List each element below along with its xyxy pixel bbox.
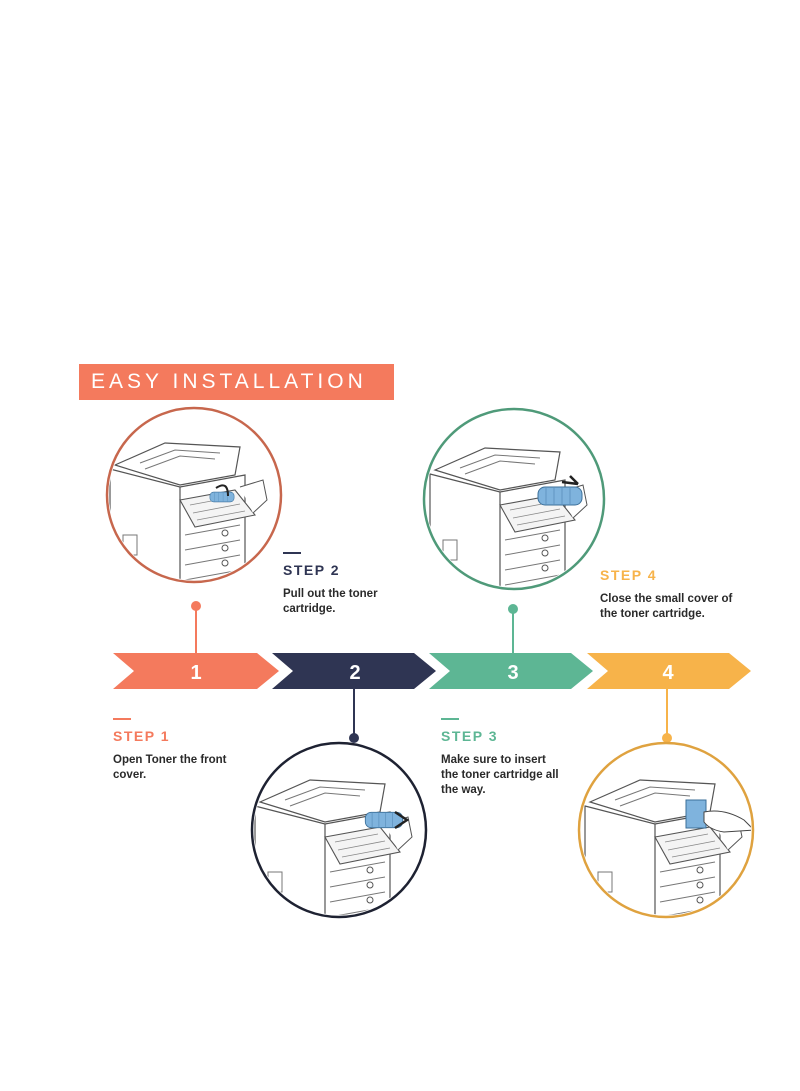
step-2-description: Pull out the toner cartridge. xyxy=(283,587,378,617)
step-4-block: STEP 4 Close the small cover of the tone… xyxy=(600,567,732,622)
chevron-number-4: 4 xyxy=(662,662,674,684)
step-4-description: Close the small cover of the toner cartr… xyxy=(600,592,732,622)
connector-dot-4 xyxy=(662,733,672,743)
step-1-description-line: Open Toner the front xyxy=(113,754,227,766)
step-1-description: Open Toner the front cover. xyxy=(113,753,227,783)
chevron-step-3 xyxy=(429,653,593,689)
step-2-dash xyxy=(283,552,301,554)
step-3-title: STEP 3 xyxy=(441,728,498,744)
step-2-block: STEP 2 Pull out the toner cartridge. xyxy=(283,552,378,617)
chevron-step-2 xyxy=(272,653,436,689)
step-2-description-line: Pull out the toner xyxy=(283,588,378,600)
step-4-description-line: the toner cartridge. xyxy=(600,608,705,620)
step-3-description: Make sure to insert the toner cartridge … xyxy=(441,753,559,798)
chevron-number-2: 2 xyxy=(349,662,360,684)
step-3-description-line: the way. xyxy=(441,784,486,796)
step-1-description-line: cover. xyxy=(113,769,147,781)
illustration-step-2-pull-cartridge xyxy=(250,741,428,919)
connector-dot-2 xyxy=(349,733,359,743)
step-chevrons: 1 2 3 4 xyxy=(113,653,751,689)
easy-installation-banner: EASY INSTALLATION xyxy=(79,364,394,400)
chevron-step-1 xyxy=(113,653,279,689)
illustration-step-3-insert-cartridge xyxy=(422,407,606,591)
step-3-block: STEP 3 Make sure to insert the toner car… xyxy=(441,718,559,798)
chevron-step-4 xyxy=(587,653,751,689)
step-3-description-line: Make sure to insert xyxy=(441,754,546,766)
step-2-title: STEP 2 xyxy=(283,562,340,578)
chevron-number-1: 1 xyxy=(190,662,201,684)
step-1-block: STEP 1 Open Toner the front cover. xyxy=(113,718,227,783)
chevron-number-3: 3 xyxy=(507,662,518,684)
illustration-step-4-close-cover xyxy=(577,741,755,919)
connector-dot-1 xyxy=(191,601,201,611)
step-3-dash xyxy=(441,718,459,720)
step-3-description-line: the toner cartridge all xyxy=(441,769,559,781)
connector-dot-3 xyxy=(508,604,518,614)
step-1-dash xyxy=(113,718,131,720)
step-4-title: STEP 4 xyxy=(600,567,657,583)
illustration-step-1-open-cover xyxy=(105,406,283,584)
step-1-title: STEP 1 xyxy=(113,728,170,744)
step-2-description-line: cartridge. xyxy=(283,603,336,615)
step-4-description-line: Close the small cover of xyxy=(600,593,733,605)
